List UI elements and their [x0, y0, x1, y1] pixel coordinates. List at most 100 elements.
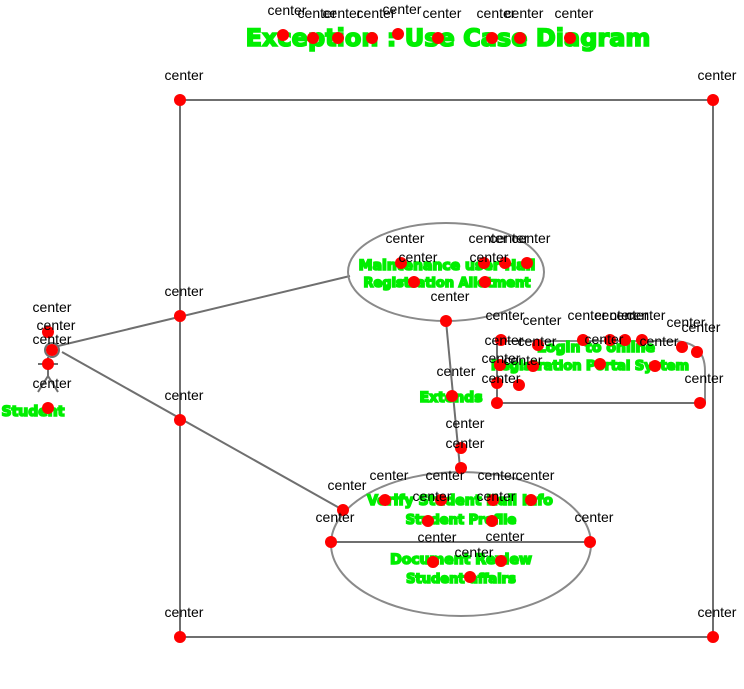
center-marker-label: center [426, 467, 465, 483]
center-marker [337, 504, 349, 516]
center-marker-label: center [316, 509, 355, 525]
center-marker-label: center [640, 333, 679, 349]
center-marker [525, 494, 537, 506]
center-marker-label: center [555, 5, 594, 21]
center-marker-label: center [482, 370, 521, 386]
center-marker [42, 358, 54, 370]
center-marker [432, 32, 444, 44]
center-marker-label: center [328, 477, 367, 493]
center-marker-label: center [595, 307, 634, 323]
center-marker-label: center [685, 370, 724, 386]
center-marker-label: center [486, 307, 525, 323]
center-marker [455, 462, 467, 474]
center-marker-label: center [423, 5, 462, 21]
center-marker-label: center [383, 1, 422, 17]
center-marker [427, 556, 439, 568]
center-marker-label: center [568, 307, 607, 323]
center-marker-label: center [370, 467, 409, 483]
center-marker [649, 360, 661, 372]
center-marker-label: center [698, 604, 737, 620]
actor-to-top-usecase-edge [57, 275, 351, 347]
center-marker [395, 257, 407, 269]
center-marker-label: center [518, 333, 557, 349]
center-marker-label: center [437, 363, 476, 379]
center-marker-label: center [485, 332, 524, 348]
center-marker-label: center [33, 331, 72, 347]
center-marker [694, 397, 706, 409]
center-marker [486, 515, 498, 527]
center-marker-label: center [37, 317, 76, 333]
center-marker-label: center [399, 249, 438, 265]
center-marker-label: center [490, 230, 529, 246]
center-marker-label: center [667, 314, 706, 330]
center-marker [577, 334, 589, 346]
center-marker [440, 315, 452, 327]
center-marker [676, 341, 688, 353]
center-marker-label: center [477, 5, 516, 21]
center-marker-label: center [268, 2, 307, 18]
center-marker-label: center [418, 529, 457, 545]
center-marker-label: center [610, 307, 649, 323]
center-marker-label: center [698, 67, 737, 83]
center-marker-label: center [470, 249, 509, 265]
center-marker [174, 414, 186, 426]
center-marker [532, 339, 544, 351]
center-marker [584, 536, 596, 548]
center-marker [495, 334, 507, 346]
diagram-title: Exception : Use Case Diagram [246, 24, 651, 52]
center-marker [42, 326, 54, 338]
center-marker [491, 397, 503, 409]
center-marker [521, 257, 533, 269]
center-marker-label: center [477, 488, 516, 504]
center-marker [42, 402, 54, 414]
center-marker [691, 346, 703, 358]
center-marker-label: center [413, 488, 452, 504]
center-marker [486, 32, 498, 44]
center-marker [707, 94, 719, 106]
center-marker [174, 310, 186, 322]
center-marker-label: center [585, 331, 624, 347]
usecase-bottom-line-4: Student affairs [406, 572, 516, 587]
center-marker [446, 390, 458, 402]
center-marker [487, 494, 499, 506]
center-marker-label: center [33, 299, 72, 315]
center-marker-label: center [469, 230, 508, 246]
center-marker [527, 360, 539, 372]
center-marker [392, 28, 404, 40]
center-marker [564, 32, 576, 44]
actor-label: Student [2, 404, 65, 420]
center-marker-label: center [516, 467, 555, 483]
center-marker-label: center [523, 312, 562, 328]
center-marker [479, 276, 491, 288]
center-marker-label: center [386, 230, 425, 246]
center-marker [594, 358, 606, 370]
center-marker-label: center [575, 509, 614, 525]
center-marker [455, 442, 467, 454]
center-marker-label: center [33, 375, 72, 391]
center-marker [422, 515, 434, 527]
center-marker-label: center [455, 544, 494, 560]
center-marker [499, 257, 511, 269]
center-marker-label: center [165, 604, 204, 620]
center-marker-label: center [323, 5, 362, 21]
center-marker-label: center [482, 350, 521, 366]
center-marker [494, 359, 506, 371]
center-marker [491, 377, 503, 389]
center-marker-label: center [627, 307, 666, 323]
center-marker [619, 334, 631, 346]
center-marker [464, 571, 476, 583]
center-marker [379, 494, 391, 506]
center-marker-label: center [504, 352, 543, 368]
center-marker [408, 276, 420, 288]
center-marker [277, 29, 289, 41]
center-marker-label: center [446, 415, 485, 431]
center-marker [707, 631, 719, 643]
center-marker-label: center [486, 528, 525, 544]
center-marker-label: center [165, 283, 204, 299]
center-marker-label: center [682, 319, 721, 335]
center-marker [478, 257, 490, 269]
center-marker-label: center [478, 467, 517, 483]
center-marker [307, 32, 319, 44]
center-marker [174, 631, 186, 643]
